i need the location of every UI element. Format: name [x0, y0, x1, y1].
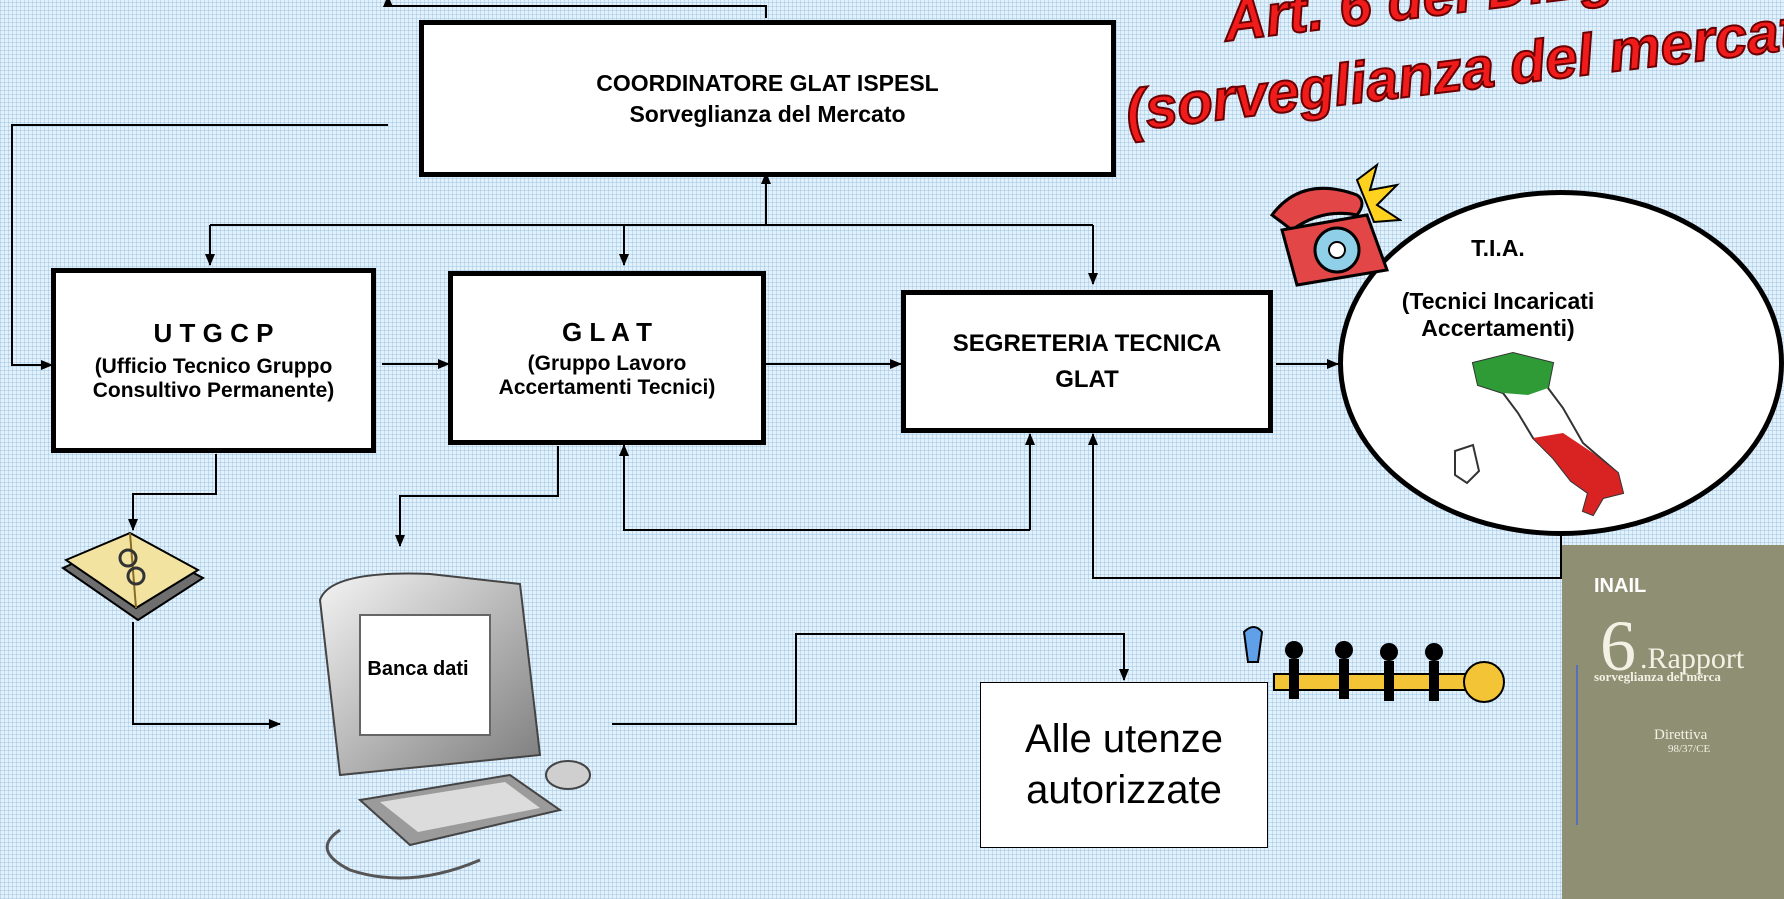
book-directive-code: 98/37/CE: [1668, 743, 1711, 755]
book-number: 6: [1600, 606, 1636, 686]
utgcp-box: U T G C P (Ufficio Tecnico Gruppo Consul…: [51, 268, 376, 453]
arrow-book-to-database: [132, 622, 281, 729]
arrow-database-to-utenze: [612, 633, 1129, 725]
book-icon: [60, 531, 205, 622]
utenze-line-1: Alle utenze: [1025, 717, 1223, 761]
tia-desc-2: Accertamenti): [1421, 315, 1575, 341]
tia-ellipse: T.I.A. (Tecnici Incaricati Accertamenti): [1338, 190, 1784, 536]
database-label: Banca dati: [367, 658, 469, 680]
glat-desc-1: (Gruppo Lavoro: [527, 351, 687, 375]
glat-box: G L A T (Gruppo Lavoro Accertamenti Tecn…: [448, 271, 766, 445]
italy-map-icon: [1454, 351, 1625, 517]
book-title: .Rapport: [1640, 642, 1745, 675]
key-people-icon: [1242, 626, 1505, 703]
utenze-line-2: autorizzate: [1026, 768, 1222, 812]
glat-desc-2: Accertamenti Tecnici): [498, 375, 716, 399]
coordinatore-subtitle: Sorveglianza del Mercato: [629, 100, 906, 127]
coordinatore-title: COORDINATORE GLAT ISPESL: [596, 69, 939, 96]
coordinatore-box: COORDINATORE GLAT ISPESL Sorveglianza de…: [419, 20, 1116, 177]
book-spine-line: [1576, 665, 1578, 825]
arrow-left-loop-to-utgcp: [11, 124, 388, 370]
book-subtitle: sorveglianza del merca: [1594, 669, 1721, 684]
book-directive: Direttiva: [1654, 727, 1708, 743]
arrow-coordinator-loop-top: [383, 0, 767, 18]
arrow-glat-to-database: [395, 446, 559, 547]
book-publisher: INAIL: [1594, 575, 1647, 597]
telephone-icon: [1269, 162, 1402, 287]
segreteria-box: SEGRETERIA TECNICA GLAT: [901, 290, 1273, 433]
tia-desc-1: (Tecnici Incaricati: [1401, 288, 1595, 314]
glat-title: G L A T: [561, 316, 653, 347]
computer-icon: [318, 572, 591, 880]
utgcp-desc-2: Consultivo Permanente): [92, 379, 335, 402]
arrow-feedback-to-glat: [619, 444, 1030, 531]
utgcp-desc-1: (Ufficio Tecnico Gruppo: [94, 355, 333, 378]
database-computer: Banca dati: [310, 570, 610, 898]
tia-title: T.I.A.: [1471, 235, 1525, 261]
utenze-box: Alle utenze autorizzate: [980, 682, 1268, 848]
arrow-tia-to-segreteria: [1088, 433, 1562, 579]
report-book-cover: INAIL 6 .Rapport sorveglianza del merca …: [1562, 545, 1784, 899]
segreteria-subtitle: GLAT: [1055, 365, 1119, 393]
utgcp-title: U T G C P: [153, 318, 274, 348]
segreteria-title: SEGRETERIA TECNICA: [952, 329, 1222, 357]
arrow-utgcp-to-book: [128, 454, 217, 531]
